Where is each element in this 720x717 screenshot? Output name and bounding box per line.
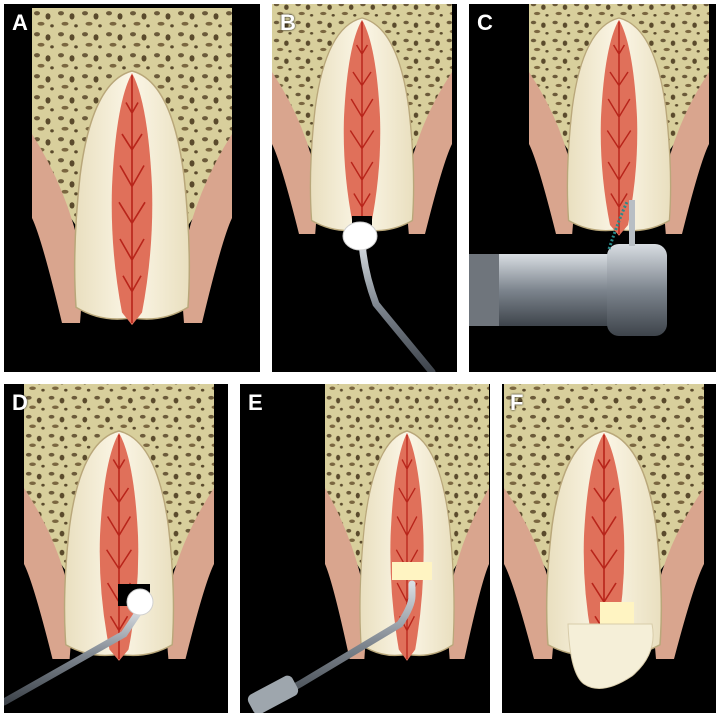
handpiece-grip xyxy=(469,254,499,326)
panel-label: B xyxy=(280,10,296,36)
panel-f: F xyxy=(502,384,716,713)
cotton-pellet xyxy=(343,222,377,250)
panel-label: A xyxy=(12,10,28,36)
panel-a-illustration xyxy=(4,4,260,372)
filling-material xyxy=(600,602,634,624)
panel-c: C xyxy=(469,4,716,372)
panel-a: A xyxy=(4,4,260,372)
panel-label: E xyxy=(248,390,263,416)
panel-c-illustration xyxy=(469,4,716,372)
panel-label: D xyxy=(12,390,28,416)
restored-crown xyxy=(568,624,653,689)
panel-b-illustration xyxy=(272,4,457,372)
instrument xyxy=(362,242,432,372)
panel-label: C xyxy=(477,10,493,36)
panel-d: D xyxy=(4,384,228,713)
filling-material xyxy=(392,562,432,580)
bur xyxy=(629,200,635,246)
panel-label: F xyxy=(510,390,523,416)
panel-d-illustration xyxy=(4,384,228,713)
handpiece-head xyxy=(607,244,667,336)
cotton-pellet xyxy=(127,589,153,615)
panel-f-illustration xyxy=(502,384,716,713)
panel-e: E xyxy=(240,384,490,713)
panel-e-illustration xyxy=(240,384,490,713)
panel-b: B xyxy=(272,4,457,372)
instrument-handle xyxy=(246,674,300,713)
